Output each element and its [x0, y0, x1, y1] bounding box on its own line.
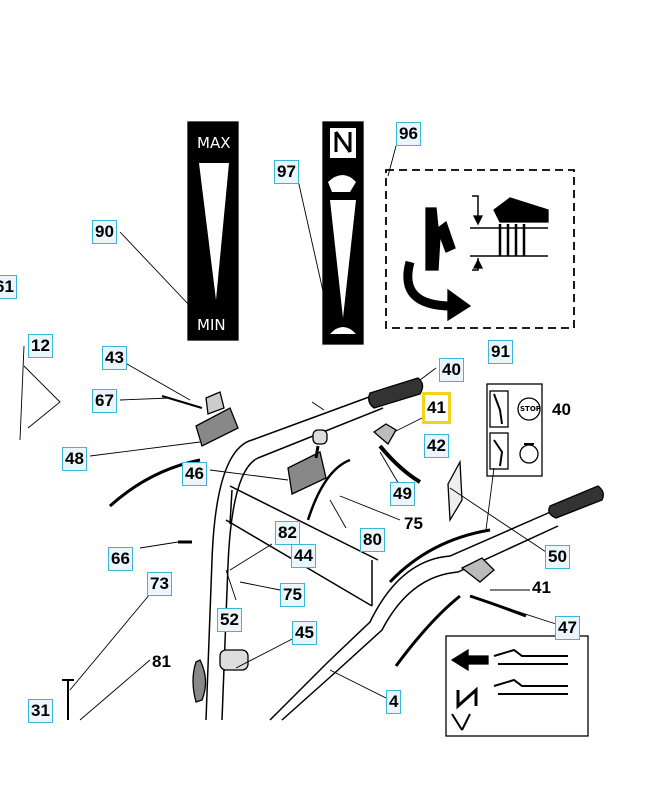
- callout-61[interactable]: 61: [0, 275, 17, 299]
- callout-90[interactable]: 90: [92, 220, 117, 244]
- callout-67[interactable]: 67: [92, 389, 117, 413]
- callout-96[interactable]: 96: [396, 122, 421, 146]
- stop-text: STOP: [520, 405, 541, 413]
- callout-82[interactable]: 82: [275, 521, 300, 545]
- callout-75-lower[interactable]: 75: [280, 583, 305, 607]
- callout-91[interactable]: 91: [488, 340, 513, 364]
- throttle-control: [108, 391, 239, 508]
- callout-42[interactable]: 42: [424, 434, 449, 458]
- callout-66[interactable]: 66: [108, 547, 133, 571]
- direction-sticker: [445, 635, 589, 737]
- handlebar-frame: [205, 392, 559, 721]
- left-grip: [368, 377, 424, 484]
- throttle-sticker: [187, 121, 239, 341]
- turtle-icon: [330, 327, 356, 334]
- callout-73[interactable]: 73: [147, 572, 172, 596]
- part-45: [192, 649, 249, 703]
- leader-lines: [19, 145, 557, 721]
- gear-lever: [287, 429, 351, 521]
- rabbit-icon: [328, 175, 356, 192]
- callout-46[interactable]: 46: [182, 462, 207, 486]
- callout-80[interactable]: 80: [360, 528, 385, 552]
- instruction-box: [385, 169, 575, 329]
- callout-75-upper[interactable]: 75: [404, 514, 423, 533]
- callout-40-right[interactable]: 40: [552, 400, 571, 419]
- callout-49[interactable]: 49: [390, 482, 415, 506]
- stop-icon: [517, 397, 541, 421]
- callout-47[interactable]: 47: [555, 616, 580, 640]
- lever-sticker: [486, 383, 543, 477]
- callout-41-lower[interactable]: 41: [532, 578, 551, 597]
- callout-48[interactable]: 48: [62, 447, 87, 471]
- callout-43[interactable]: 43: [102, 346, 127, 370]
- cable: [388, 528, 491, 584]
- callout-12[interactable]: 12: [28, 334, 53, 358]
- callout-45[interactable]: 45: [292, 621, 317, 645]
- callout-97[interactable]: 97: [274, 160, 299, 184]
- max-text: MAX: [197, 134, 231, 152]
- callout-50[interactable]: 50: [545, 545, 570, 569]
- min-text: MIN: [197, 316, 226, 334]
- gear-sticker: [322, 121, 364, 345]
- callout-52[interactable]: 52: [217, 608, 242, 632]
- callout-44[interactable]: 44: [291, 544, 316, 568]
- right-lever: [460, 557, 527, 618]
- cable-lower: [394, 594, 461, 667]
- callout-40-left[interactable]: 40: [439, 358, 464, 382]
- callout-41-highlighted[interactable]: 41: [422, 392, 451, 424]
- callout-31[interactable]: 31: [28, 699, 53, 723]
- bolt: [62, 679, 74, 720]
- callout-4[interactable]: 4: [386, 690, 402, 714]
- right-grip: [548, 485, 604, 519]
- callout-81[interactable]: 81: [152, 652, 171, 671]
